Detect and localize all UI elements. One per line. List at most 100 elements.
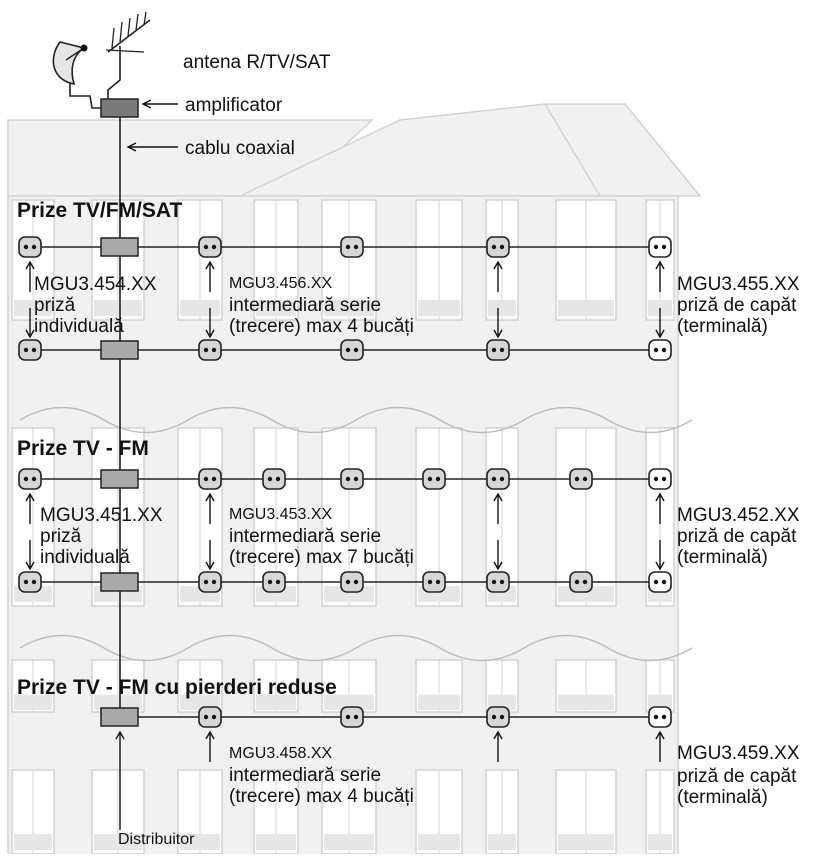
window xyxy=(177,199,223,321)
s2-intermediate-line1: intermediară serie xyxy=(229,526,381,547)
s3-terminal-line2: (terminală) xyxy=(677,787,768,808)
splitter-icon xyxy=(100,572,139,592)
window xyxy=(485,769,519,855)
window xyxy=(177,769,223,855)
window xyxy=(415,769,463,855)
s3-intermediate-code: MGU3.458.XX xyxy=(229,745,332,762)
window xyxy=(321,199,377,321)
socket-icon xyxy=(422,468,446,490)
window xyxy=(11,769,55,855)
terminal-socket-icon xyxy=(648,571,672,593)
s1-terminal-line1: priză de capăt xyxy=(677,295,797,316)
arrow-down-icon xyxy=(655,540,665,571)
s2-individual-code: MGU3.451.XX xyxy=(40,505,163,526)
window xyxy=(415,659,463,713)
arrow-down-icon xyxy=(493,540,503,571)
section-title-tv-fm-sat: Prize TV/FM/SAT xyxy=(17,199,182,222)
socket-icon xyxy=(569,571,593,593)
splitter-icon xyxy=(100,707,139,727)
amplifier-icon xyxy=(100,98,139,118)
window xyxy=(485,199,519,321)
splitter-icon xyxy=(100,340,139,360)
socket-icon xyxy=(486,339,510,361)
arrow-up-icon xyxy=(115,730,125,830)
roof-right xyxy=(543,103,702,197)
s2-terminal-line1: priză de capăt xyxy=(677,526,797,547)
tv-antenna-icon xyxy=(105,11,151,102)
arrow-up-icon xyxy=(493,492,503,524)
arrow-left-icon xyxy=(126,142,178,152)
socket-icon xyxy=(198,706,222,728)
window xyxy=(485,659,519,713)
window xyxy=(555,659,617,713)
arrow-up-icon xyxy=(205,492,215,524)
socket-icon xyxy=(198,339,222,361)
window xyxy=(645,659,675,713)
window xyxy=(253,659,299,713)
cable-label: cablu coaxial xyxy=(185,138,295,159)
window xyxy=(555,427,617,607)
window xyxy=(555,769,617,855)
socket-icon xyxy=(198,571,222,593)
s1-terminal-line2: (terminală) xyxy=(677,316,768,337)
s3-terminal-code: MGU3.459.XX xyxy=(677,743,800,764)
socket-icon xyxy=(340,236,364,258)
s2-individual-line1: priză xyxy=(40,526,82,547)
s2-terminal-code: MGU3.452.XX xyxy=(677,505,800,526)
window xyxy=(91,769,145,855)
socket-icon xyxy=(486,468,510,490)
amplifier-label: amplificator xyxy=(185,95,283,116)
window xyxy=(645,769,675,855)
s3-terminal-line1: priză de capăt xyxy=(677,766,797,787)
s2-individual-line2: individuală xyxy=(40,547,130,568)
socket-icon xyxy=(18,236,42,258)
terminal-socket-icon xyxy=(648,236,672,258)
antenna-label: antena R/TV/SAT xyxy=(183,52,331,73)
socket-icon xyxy=(340,339,364,361)
socket-icon xyxy=(340,571,364,593)
terminal-socket-icon xyxy=(648,468,672,490)
arrow-up-icon xyxy=(655,730,665,762)
window xyxy=(321,659,377,713)
socket-icon xyxy=(486,571,510,593)
socket-icon xyxy=(198,468,222,490)
s1-intermediate-line1: intermediară serie xyxy=(229,295,381,316)
arrow-up-icon xyxy=(25,492,35,524)
socket-icon xyxy=(18,339,42,361)
arrow-down-icon xyxy=(205,540,215,571)
terminal-socket-icon xyxy=(648,706,672,728)
window xyxy=(253,199,299,321)
socket-icon xyxy=(486,706,510,728)
socket-icon xyxy=(262,571,286,593)
socket-icon xyxy=(486,236,510,258)
socket-icon xyxy=(18,571,42,593)
s3-intermediate-line1: intermediară serie xyxy=(229,765,381,786)
arrow-left-icon xyxy=(141,99,178,109)
window xyxy=(253,769,299,855)
arrow-down-icon xyxy=(493,308,503,339)
s1-terminal-code: MGU3.455.XX xyxy=(677,274,800,295)
building-background xyxy=(7,103,702,857)
socket-icon xyxy=(340,706,364,728)
wave-separator-1 xyxy=(19,406,693,434)
window xyxy=(555,199,617,321)
arrow-up-icon xyxy=(493,730,503,762)
arrow-up-icon xyxy=(205,730,215,762)
window xyxy=(91,659,145,713)
arrows-group xyxy=(25,99,665,830)
socket-icon xyxy=(422,571,446,593)
window xyxy=(11,199,55,321)
arrow-up-icon xyxy=(493,260,503,292)
window xyxy=(11,659,55,713)
s1-intermediate-code: MGU3.456.XX xyxy=(229,275,332,292)
arrow-down-icon xyxy=(655,308,665,339)
socket-icon xyxy=(198,236,222,258)
s1-individual-line1: priză xyxy=(34,295,76,316)
arrow-up-icon xyxy=(205,260,215,292)
s2-terminal-line2: (terminală) xyxy=(677,547,768,568)
arrow-up-icon xyxy=(655,492,665,524)
socket-icon xyxy=(569,468,593,490)
s3-intermediate-line2: (trecere) max 4 bucăți xyxy=(229,786,414,807)
